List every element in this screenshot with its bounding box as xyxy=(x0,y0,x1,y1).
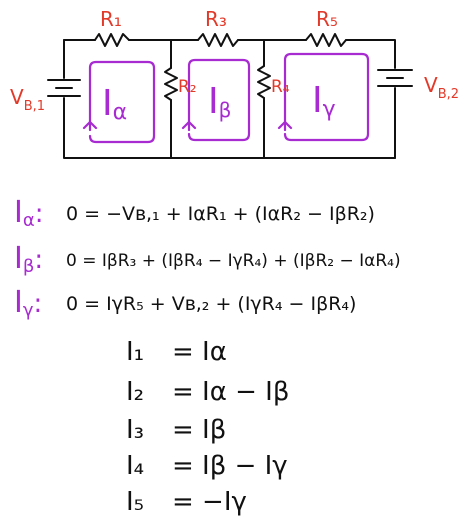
equation-gamma-body: 0 = IγR₅ + Vʙ,₂ + (IγR₄ − IβR₄) xyxy=(66,293,356,315)
label-loop-alpha: Iα xyxy=(102,83,127,125)
resistor-r2 xyxy=(164,67,178,101)
equation-gamma-letter: I xyxy=(14,285,23,320)
equation-alpha-colon: : xyxy=(35,199,44,229)
equation-beta-body: 0 = IβR₃ + (IβR₄ − IγR₄) + (IβR₂ − IαR₄) xyxy=(66,251,401,271)
wire-left-bottom xyxy=(63,97,396,159)
loop-alpha-arrow xyxy=(88,60,156,144)
loop-gamma-letter: I xyxy=(312,80,323,121)
equation-gamma-colon: : xyxy=(34,289,43,319)
resistor-r5 xyxy=(305,33,347,47)
branch-5-rhs: = −Iγ xyxy=(172,487,247,517)
equation-gamma-label: Iγ: xyxy=(14,285,42,321)
loop-gamma-subscript: γ xyxy=(323,97,336,122)
vb1-subscript: B,1 xyxy=(24,99,45,114)
equation-alpha-label: Iα: xyxy=(14,195,44,231)
equation-beta-subscript: β xyxy=(23,256,35,277)
label-r5: R₅ xyxy=(316,7,338,31)
vb1-letter: V xyxy=(10,85,24,109)
label-r4: R₄ xyxy=(271,77,290,97)
circuit-labels: R₁ R₃ R₅ R₂ R₄ VB,1 VB,2 Iα Iβ Iγ xyxy=(10,7,459,125)
label-loop-beta: Iβ xyxy=(208,81,231,122)
label-r3: R₃ xyxy=(205,7,227,31)
branch-currents: I₁ = Iα I₂ = Iα − Iβ I₃ = Iβ I₄ = Iβ − I… xyxy=(126,337,289,517)
label-vb2: VB,2 xyxy=(424,73,459,102)
loop-alpha-letter: I xyxy=(102,83,113,124)
circuit-diagram xyxy=(47,33,413,159)
branch-2-lhs: I₂ xyxy=(126,377,144,407)
loop-beta-arrow xyxy=(187,58,251,142)
wire-top-right xyxy=(345,39,396,69)
equation-alpha-letter: I xyxy=(14,195,23,230)
branch-current-3: I₃ = Iβ xyxy=(126,415,226,445)
label-loop-gamma: Iγ xyxy=(312,80,336,122)
label-vb1: VB,1 xyxy=(10,85,45,114)
equation-alpha-subscript: α xyxy=(23,210,35,231)
branch-current-4: I₄ = Iβ − Iγ xyxy=(126,451,288,481)
loop-beta-subscript: β xyxy=(219,98,232,122)
label-r1: R₁ xyxy=(100,7,122,31)
equation-loop-alpha: Iα: 0 = −Vʙ,₁ + IαR₁ + (IαR₂ − IβR₂) xyxy=(14,195,375,231)
branch-2-rhs: = Iα − Iβ xyxy=(172,377,289,407)
branch-1-lhs: I₁ xyxy=(126,337,144,367)
branch-1-rhs: = Iα xyxy=(172,337,227,367)
loop-alpha-arrowhead xyxy=(82,120,98,130)
resistor-r4 xyxy=(257,65,271,99)
branch-current-1: I₁ = Iα xyxy=(126,337,227,367)
equation-alpha-body: 0 = −Vʙ,₁ + IαR₁ + (IαR₂ − IβR₂) xyxy=(66,203,375,225)
equation-gamma-subscript: γ xyxy=(23,300,34,321)
resistor-r3 xyxy=(197,33,239,47)
branch-current-2: I₂ = Iα − Iβ xyxy=(126,377,289,407)
branch-3-rhs: = Iβ xyxy=(172,415,226,445)
equation-beta-label: Iβ: xyxy=(14,241,43,277)
equation-loop-beta: Iβ: 0 = IβR₃ + (IβR₄ − IγR₄) + (IβR₂ − I… xyxy=(14,241,401,277)
label-r2: R₂ xyxy=(178,77,197,97)
vb2-subscript: B,2 xyxy=(438,87,459,102)
equation-beta-letter: I xyxy=(14,241,23,276)
loop-alpha-subscript: α xyxy=(113,100,128,125)
branch-4-rhs: = Iβ − Iγ xyxy=(172,451,288,481)
equation-loop-gamma: Iγ: 0 = IγR₅ + Vʙ,₂ + (IγR₄ − IβR₄) xyxy=(14,285,356,321)
loop-gamma-arrow xyxy=(283,52,370,142)
loop-gamma-arrowhead xyxy=(277,120,293,130)
equation-beta-colon: : xyxy=(34,245,43,275)
loop-beta-arrowhead xyxy=(181,120,197,130)
resistor-r1 xyxy=(94,33,130,47)
loop-beta-letter: I xyxy=(208,81,219,122)
mesh-loops xyxy=(82,52,370,144)
branch-3-lhs: I₃ xyxy=(126,415,144,445)
branch-4-lhs: I₄ xyxy=(126,451,144,481)
branch-current-5: I₅ = −Iγ xyxy=(126,487,247,517)
loop-equations: Iα: 0 = −Vʙ,₁ + IαR₁ + (IαR₂ − IβR₂) Iβ:… xyxy=(14,195,401,321)
vb2-letter: V xyxy=(424,73,438,97)
branch-5-lhs: I₅ xyxy=(126,487,144,517)
